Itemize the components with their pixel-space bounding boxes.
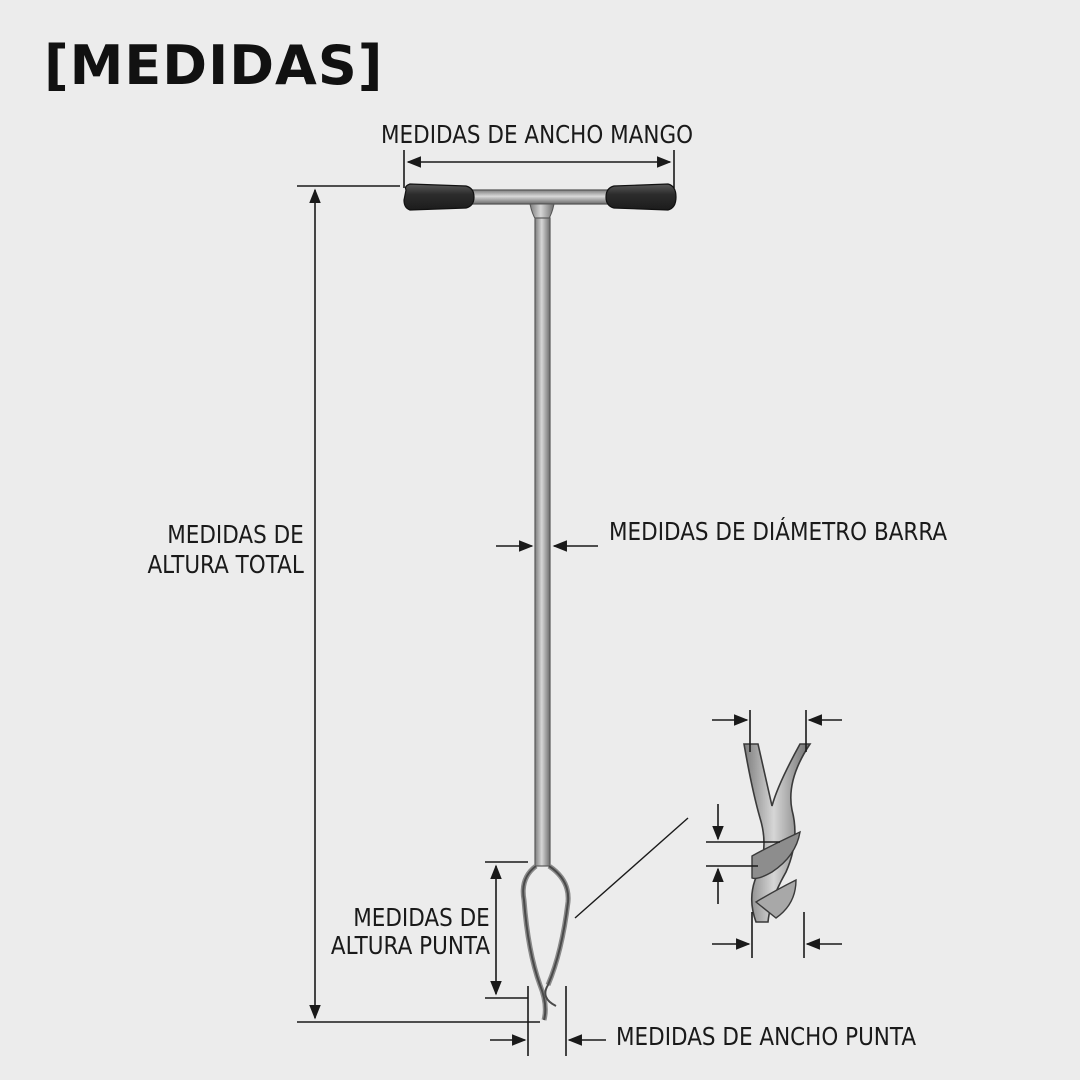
label-altura-punta-line2: ALTURA PUNTA — [330, 931, 490, 960]
label-altura-punta-line1: MEDIDAS DE — [353, 903, 490, 932]
page-title: [MEDIDAS] — [44, 34, 384, 97]
t-handle — [403, 183, 677, 221]
dimension-ancho-punta — [490, 986, 606, 1056]
dimension-altura-punta — [485, 861, 528, 999]
auger-tip — [520, 863, 571, 1021]
shaft — [534, 217, 551, 867]
auger-detail — [743, 743, 812, 923]
dimension-detalle-ancho-inferior — [712, 912, 842, 958]
dimension-detalle-paso — [706, 804, 780, 904]
label-altura-total-line2: ALTURA TOTAL — [147, 550, 304, 579]
dimension-altura-total — [297, 185, 540, 1023]
label-altura-total-line1: MEDIDAS DE — [167, 520, 304, 549]
label-diametro-barra: MEDIDAS DE DIÁMETRO BARRA — [609, 517, 948, 546]
dimension-detalle-ancho-superior — [712, 710, 842, 752]
label-ancho-punta: MEDIDAS DE ANCHO PUNTA — [616, 1022, 917, 1051]
label-ancho-mango: MEDIDAS DE ANCHO MANGO — [381, 120, 694, 149]
dimension-ancho-mango — [403, 150, 675, 188]
detail-leader-line — [574, 817, 689, 919]
